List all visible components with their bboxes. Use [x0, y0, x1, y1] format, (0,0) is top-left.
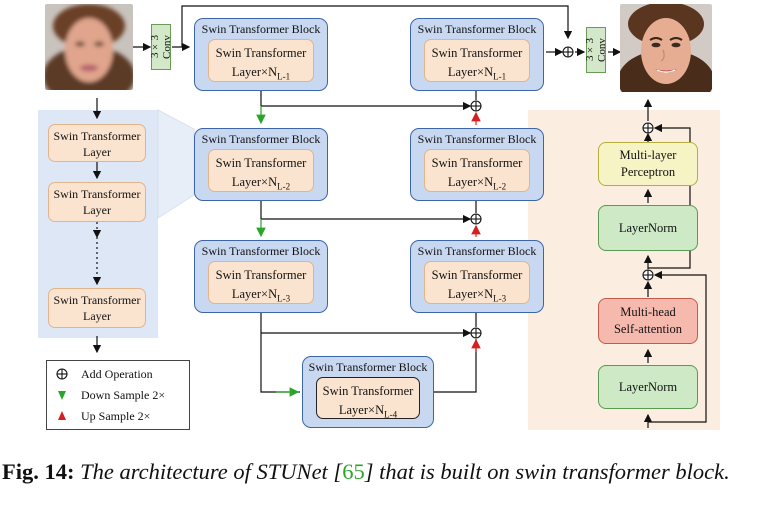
- up-sample-arrow-icon: [58, 411, 66, 420]
- inner-line1: Swin Transformer: [215, 46, 307, 60]
- legend-add-label: Add Operation: [81, 367, 153, 381]
- layernorm-top-box: LayerNorm: [598, 205, 698, 251]
- block-title: Swin Transformer Block: [417, 244, 537, 258]
- layer-line2: Layer: [83, 203, 111, 217]
- inner-sub: L-2: [277, 181, 291, 192]
- conv-out-box: 3×3 Conv: [584, 27, 608, 73]
- inner-line1: Swin Transformer: [215, 156, 307, 170]
- face-output-image: [620, 4, 712, 92]
- inner-sub: L-1: [493, 71, 507, 82]
- layernorm-label: LayerNorm: [618, 379, 678, 394]
- conv-in-label: 3×3 Conv: [149, 35, 173, 59]
- face-input-image: [45, 4, 133, 90]
- inner-prefix: Layer×N: [447, 175, 494, 189]
- caption-label: Fig. 14:: [2, 459, 75, 484]
- caption-citation[interactable]: 65: [342, 459, 365, 484]
- inner-sub: L-3: [493, 293, 507, 304]
- mha-line1: Multi-head: [620, 305, 676, 319]
- figure-caption: Fig. 14: The architecture of STUNet [65]…: [2, 456, 754, 487]
- add-operation-icon: [470, 46, 654, 339]
- inner-sub: L-1: [277, 71, 291, 82]
- conv-in-box: 3×3 Conv: [149, 24, 173, 70]
- block-title: Swin Transformer Block: [201, 22, 321, 36]
- down-sample-arrow-icon: [58, 391, 66, 400]
- legend-up-label: Up Sample 2×: [81, 409, 151, 423]
- layer-line2: Layer: [83, 145, 111, 159]
- layer-line2: Layer: [83, 309, 111, 323]
- inner-prefix: Layer×N: [231, 65, 278, 79]
- inner-prefix: Layer×N: [447, 65, 494, 79]
- legend-down-label: Down Sample 2×: [81, 388, 166, 402]
- legend-add: Add Operation: [47, 365, 187, 383]
- layer-line1: Swin Transformer: [53, 293, 141, 307]
- legend: Add Operation Down Sample 2× Up Sample 2…: [46, 360, 190, 430]
- block-title: Swin Transformer Block: [201, 132, 321, 146]
- inner-prefix: Layer×N: [231, 287, 278, 301]
- layernorm-label: LayerNorm: [618, 220, 678, 235]
- inner-line1: Swin Transformer: [215, 268, 307, 282]
- inner-line1: Swin Transformer: [431, 156, 523, 170]
- inner-sub: L-4: [384, 409, 398, 420]
- caption-text-before: The architecture of STUNet [: [80, 459, 343, 484]
- layer-line1: Swin Transformer: [53, 187, 141, 201]
- layernorm-bottom-box: LayerNorm: [598, 365, 698, 409]
- inner-line1: Swin Transformer: [322, 384, 414, 398]
- block-title: Swin Transformer Block: [417, 22, 537, 36]
- inner-prefix: Layer×N: [338, 403, 385, 417]
- block-title: Swin Transformer Block: [417, 132, 537, 146]
- conv-out-label: 3×3 Conv: [584, 38, 608, 62]
- inner-sub: L-2: [493, 181, 507, 192]
- mlp-line2: Perceptron: [620, 165, 676, 179]
- inner-prefix: Layer×N: [447, 287, 494, 301]
- inner-prefix: Layer×N: [231, 175, 278, 189]
- mlp-line1: Multi-layer: [619, 148, 677, 162]
- inner-sub: L-3: [277, 293, 291, 304]
- block-title: Swin Transformer Block: [201, 244, 321, 258]
- mha-line2: Self-attention: [613, 322, 683, 336]
- legend-down: Down Sample 2×: [47, 386, 187, 404]
- inner-line1: Swin Transformer: [431, 46, 523, 60]
- inner-line1: Swin Transformer: [431, 268, 523, 282]
- add-operation-icon: [56, 368, 68, 380]
- block-title: Swin Transformer Block: [308, 360, 428, 374]
- caption-text-after: ] that is built on swin transformer bloc…: [364, 459, 730, 484]
- legend-up: Up Sample 2×: [47, 407, 187, 425]
- layer-line1: Swin Transformer: [53, 129, 141, 143]
